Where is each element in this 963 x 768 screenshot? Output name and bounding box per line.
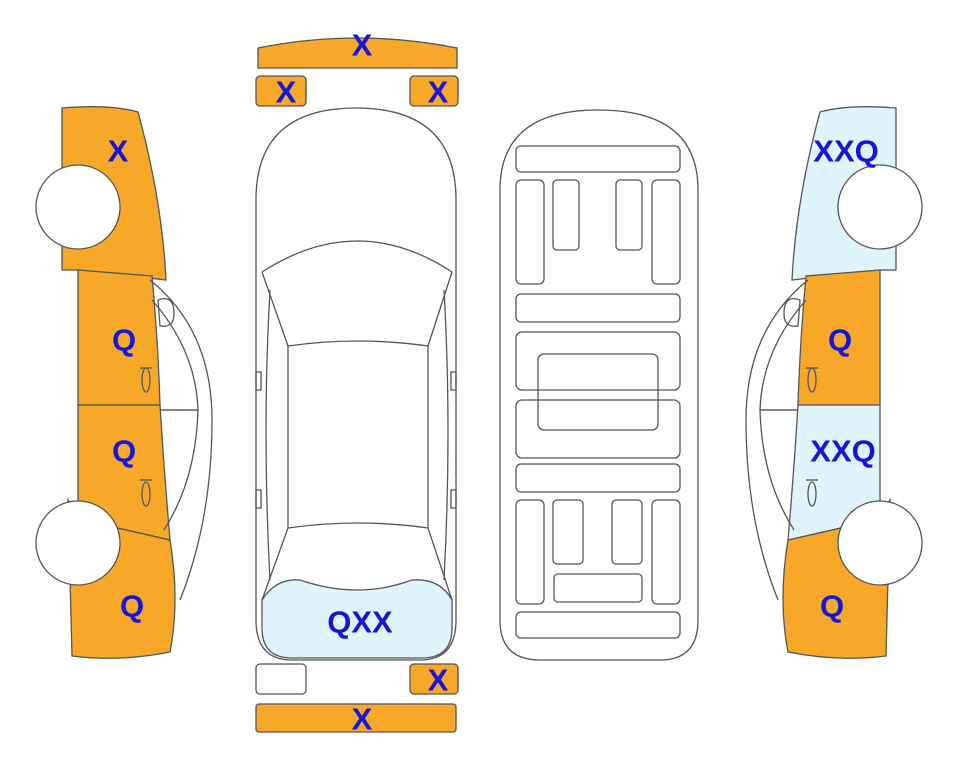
left-rear-handle xyxy=(255,489,262,509)
right-side-view xyxy=(745,106,923,659)
rear-bumper[interactable] xyxy=(255,703,457,733)
underbody-panel xyxy=(515,499,545,605)
rear-bumper-code: X xyxy=(352,702,373,737)
left-rear-handle xyxy=(141,481,151,507)
underbody-rear-crossmember xyxy=(515,611,681,639)
left-mirror xyxy=(157,297,175,327)
front-left-corner-code: X xyxy=(276,75,297,110)
right-rear-wheel xyxy=(837,500,923,586)
underbody-panel xyxy=(552,499,584,565)
damage-labels: X X X X Q Q Q QXX XXQ Q XXQ Q X X xyxy=(108,28,879,737)
right-rear-handle xyxy=(450,489,457,509)
front-left-corner[interactable] xyxy=(255,75,307,107)
underbody-crossmember xyxy=(515,293,681,323)
right-front-door-code: Q xyxy=(828,323,852,358)
left-front-handle xyxy=(141,367,151,393)
underbody-crossmember xyxy=(515,463,681,493)
right-front-wheel xyxy=(837,164,923,250)
underbody-front-crossmember xyxy=(515,145,681,173)
left-rear-window-line xyxy=(160,409,199,531)
underbody-view xyxy=(499,109,699,661)
left-front-door-code: Q xyxy=(112,323,136,358)
roof-rear-line xyxy=(287,522,429,529)
underbody-panel xyxy=(552,179,580,251)
right-mirror xyxy=(450,371,457,391)
underbody-tunnel-rear xyxy=(515,399,681,459)
left-front-fender-code: X xyxy=(108,134,129,169)
underbody-panel xyxy=(651,499,681,605)
left-rear-quarter-code: Q xyxy=(120,589,144,624)
underbody-panel xyxy=(651,179,681,285)
windshield-line xyxy=(261,240,453,273)
left-rear-wheel xyxy=(35,500,121,586)
top-view xyxy=(255,107,457,661)
left-side-line xyxy=(265,289,271,581)
trunk-lid[interactable] xyxy=(261,579,453,659)
right-rear-handle xyxy=(807,481,817,507)
underbody-exhaust xyxy=(553,573,643,603)
underbody-outline xyxy=(499,109,699,661)
front-right-corner-code: X xyxy=(428,75,449,110)
left-front-wheel xyxy=(35,164,121,250)
right-front-fender-code: XXQ xyxy=(813,134,878,169)
top-view-body-outline xyxy=(255,107,457,661)
right-mirror xyxy=(783,297,801,327)
right-greenhouse-outline xyxy=(745,279,809,601)
right-rear-door-code: XXQ xyxy=(810,434,875,469)
left-rear-door-code: Q xyxy=(112,434,136,469)
right-window-line xyxy=(759,299,807,411)
front-right-corner[interactable] xyxy=(409,75,459,107)
left-a-pillar xyxy=(261,271,289,601)
rear-left-corner[interactable] xyxy=(255,663,307,695)
front-bumper-code: X xyxy=(352,28,373,63)
left-greenhouse-outline xyxy=(149,279,213,601)
front-bumper[interactable] xyxy=(257,37,458,69)
underbody-panel xyxy=(611,499,643,565)
underbody-center-plate xyxy=(537,353,659,431)
right-front-handle xyxy=(807,367,817,393)
left-window-line xyxy=(151,299,199,411)
right-a-pillar xyxy=(427,271,453,601)
underbody-tunnel-front xyxy=(515,331,681,391)
right-side-line xyxy=(443,289,449,581)
right-rear-quarter-code: Q xyxy=(820,589,844,624)
rear-right-corner[interactable] xyxy=(409,663,459,695)
underbody-panel xyxy=(515,179,545,285)
rear-right-corner-code: X xyxy=(428,663,449,698)
left-side-view xyxy=(35,106,213,659)
underbody-panel xyxy=(615,179,643,251)
trunk-lid-code: QXX xyxy=(327,605,393,640)
left-mirror xyxy=(255,371,262,391)
right-rear-window-line xyxy=(759,409,798,531)
roof-front-line xyxy=(287,340,429,347)
